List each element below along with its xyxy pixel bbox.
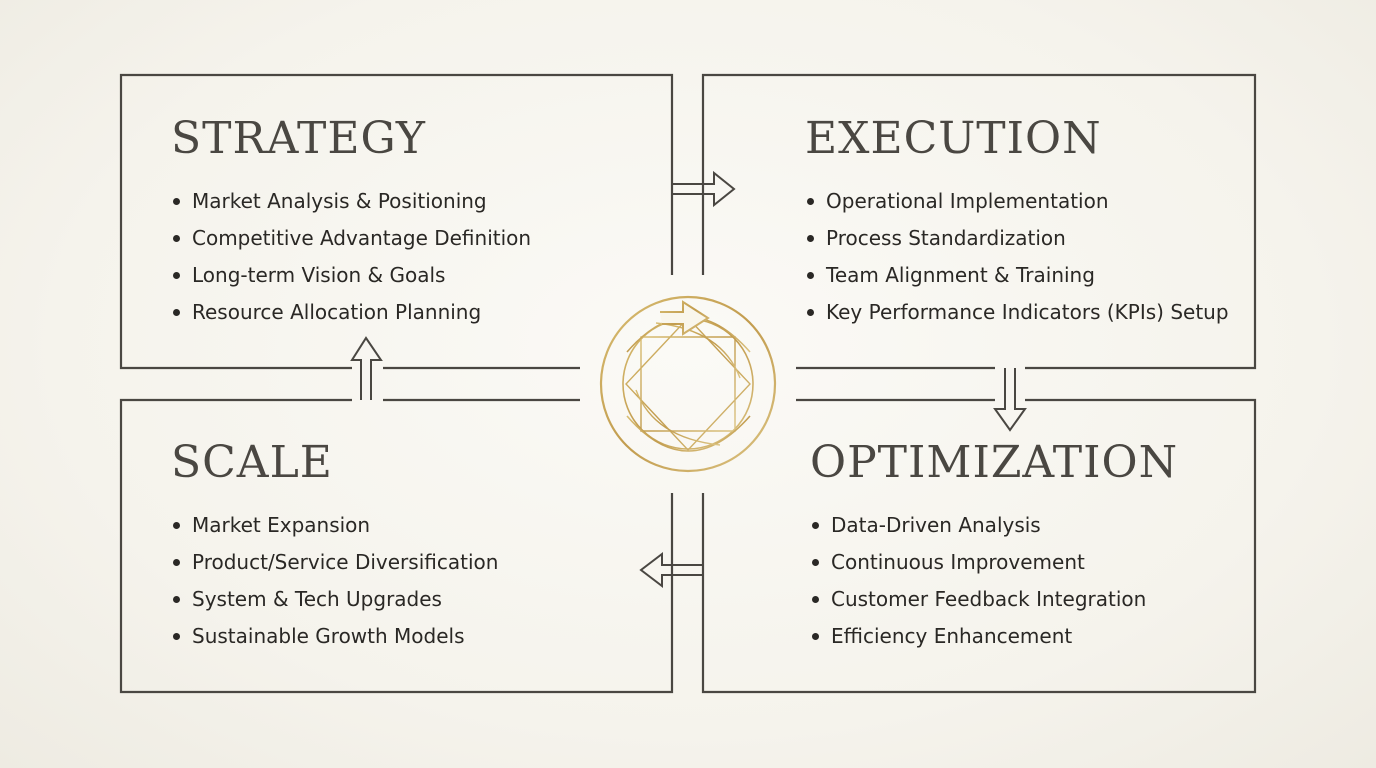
optimization-quadrant: OPTIMIZATION Data-Driven Analysis Contin… (810, 441, 1178, 655)
list-item: Data-Driven Analysis (810, 507, 1178, 544)
optimization-frame (701, 398, 1257, 694)
list-item: Competitive Advantage Definition (171, 220, 531, 257)
scale-title: SCALE (171, 437, 333, 488)
list-item: Resource Allocation Planning (171, 294, 531, 331)
strategy-title: STRATEGY (171, 113, 426, 164)
list-item: Process Standardization (805, 220, 1229, 257)
list-item: Operational Implementation (805, 183, 1229, 220)
list-item: Team Alignment & Training (805, 257, 1229, 294)
list-item: Market Analysis & Positioning (171, 183, 531, 220)
arrow-down-icon (993, 338, 1027, 432)
list-item: Long-term Vision & Goals (171, 257, 531, 294)
list-item: Customer Feedback Integration (810, 581, 1178, 618)
list-item: System & Tech Upgrades (171, 581, 498, 618)
arrow-up-icon (350, 336, 383, 432)
cycle-emblem-icon (599, 295, 777, 473)
list-item: Efficiency Enhancement (810, 618, 1178, 655)
strategy-list: Market Analysis & Positioning Competitiv… (171, 183, 531, 331)
list-item: Product/Service Diversification (171, 544, 498, 581)
strategy-frame (119, 73, 674, 370)
execution-title: EXECUTION (805, 113, 1102, 164)
optimization-list: Data-Driven Analysis Continuous Improvem… (810, 507, 1178, 655)
arrow-left-icon (639, 551, 736, 589)
list-item: Sustainable Growth Models (171, 618, 498, 655)
list-item: Market Expansion (171, 507, 498, 544)
optimization-title: OPTIMIZATION (810, 437, 1179, 488)
list-item: Key Performance Indicators (KPIs) Setup (805, 294, 1229, 331)
scale-frame (119, 398, 674, 694)
scale-list: Market Expansion Product/Service Diversi… (171, 507, 498, 655)
execution-list: Operational Implementation Process Stand… (805, 183, 1229, 331)
execution-frame (701, 73, 1257, 370)
scale-quadrant: SCALE Market Expansion Product/Service D… (171, 441, 498, 655)
arrow-right-icon (640, 170, 736, 208)
execution-quadrant: EXECUTION Operational Implementation Pro… (805, 117, 1229, 331)
strategy-quadrant: STRATEGY Market Analysis & Positioning C… (171, 117, 531, 331)
list-item: Continuous Improvement (810, 544, 1178, 581)
